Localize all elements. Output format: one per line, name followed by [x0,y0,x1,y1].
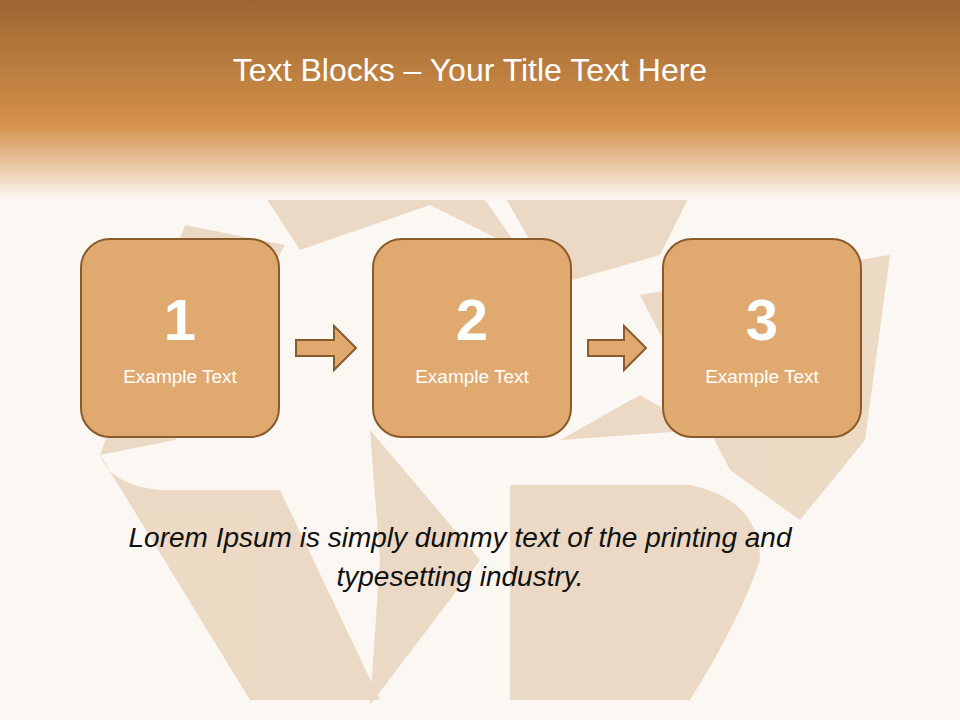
process-box: 3Example Text [662,238,862,438]
step-number: 3 [746,288,778,352]
block-arrow [588,326,646,370]
process-box: 2Example Text [372,238,572,438]
slide-title: Text Blocks – Your Title Text Here [0,52,940,89]
process-box: 1Example Text [80,238,280,438]
step-text: Example Text [705,366,819,388]
caption-text: Lorem Ipsum is simply dummy text of the … [110,518,810,596]
header-band [0,0,960,200]
block-arrow [296,326,356,370]
step-number: 1 [164,288,196,352]
step-text: Example Text [415,366,529,388]
step-number: 2 [456,288,488,352]
step-text: Example Text [123,366,237,388]
